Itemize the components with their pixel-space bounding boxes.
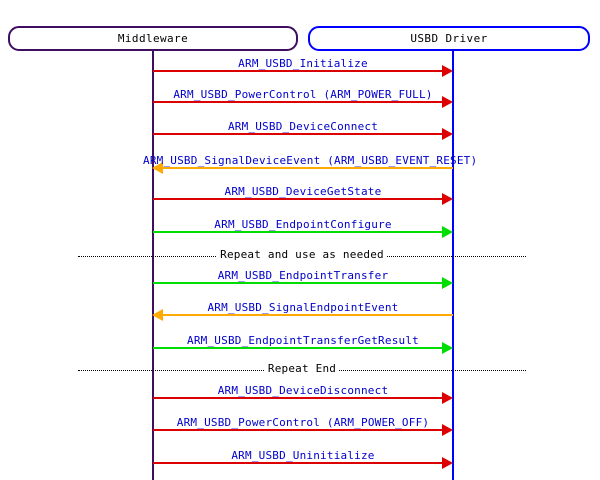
message-label: ARM_USBD_DeviceDisconnect [217, 384, 389, 397]
message-arrowhead [152, 309, 163, 321]
message-label: ARM_USBD_EndpointTransfer [217, 269, 389, 282]
actor-label-middleware: Middleware [117, 32, 189, 45]
message-label: ARM_USBD_EndpointTransferGetResult [187, 334, 419, 347]
message-arrowhead [442, 392, 453, 404]
divider-label-text: Repeat End [264, 362, 340, 375]
message-arrowhead [442, 128, 453, 140]
message-label: ARM_USBD_EndpointConfigure [214, 218, 392, 231]
message-label: ARM_USBD_DeviceGetState [224, 185, 382, 198]
message-line [153, 101, 444, 103]
message-arrowhead [442, 65, 453, 77]
message-line [153, 462, 444, 464]
message-arrowhead [152, 162, 163, 174]
message-label: ARM_USBD_SignalDeviceEvent (ARM_USBD_EVE… [143, 154, 478, 167]
message-arrowhead [442, 424, 453, 436]
actor-label-usbd-driver: USBD Driver [410, 32, 488, 45]
message-arrowhead [442, 96, 453, 108]
message-arrowhead [442, 226, 453, 238]
divider-label: Repeat End [0, 362, 600, 375]
message-line [153, 397, 444, 399]
message-arrowhead [442, 342, 453, 354]
message-line [153, 282, 444, 284]
message-line [153, 70, 444, 72]
actor-box-middleware[interactable]: Middleware [8, 26, 298, 51]
message-line [153, 429, 444, 431]
message-line [153, 133, 444, 135]
message-line [153, 198, 444, 200]
message-arrowhead [442, 193, 453, 205]
divider-label-text: Repeat and use as needed [217, 248, 387, 261]
lifeline-middleware [152, 51, 154, 480]
message-line [153, 231, 444, 233]
message-label: ARM_USBD_Initialize [238, 57, 368, 70]
message-line [153, 347, 444, 349]
message-line [162, 314, 453, 316]
message-label: ARM_USBD_DeviceConnect [227, 120, 379, 133]
actor-box-usbd-driver[interactable]: USBD Driver [308, 26, 590, 51]
message-label: ARM_USBD_SignalEndpointEvent [207, 301, 399, 314]
message-label: ARM_USBD_Uninitialize [231, 449, 375, 462]
message-label: ARM_USBD_PowerControl (ARM_POWER_OFF) [176, 416, 430, 429]
message-label: ARM_USBD_PowerControl (ARM_POWER_FULL) [173, 88, 433, 101]
lifeline-usbd-driver [452, 51, 454, 480]
message-arrowhead [442, 277, 453, 289]
message-line [162, 167, 453, 169]
divider-label: Repeat and use as needed [0, 248, 600, 261]
message-arrowhead [442, 457, 453, 469]
